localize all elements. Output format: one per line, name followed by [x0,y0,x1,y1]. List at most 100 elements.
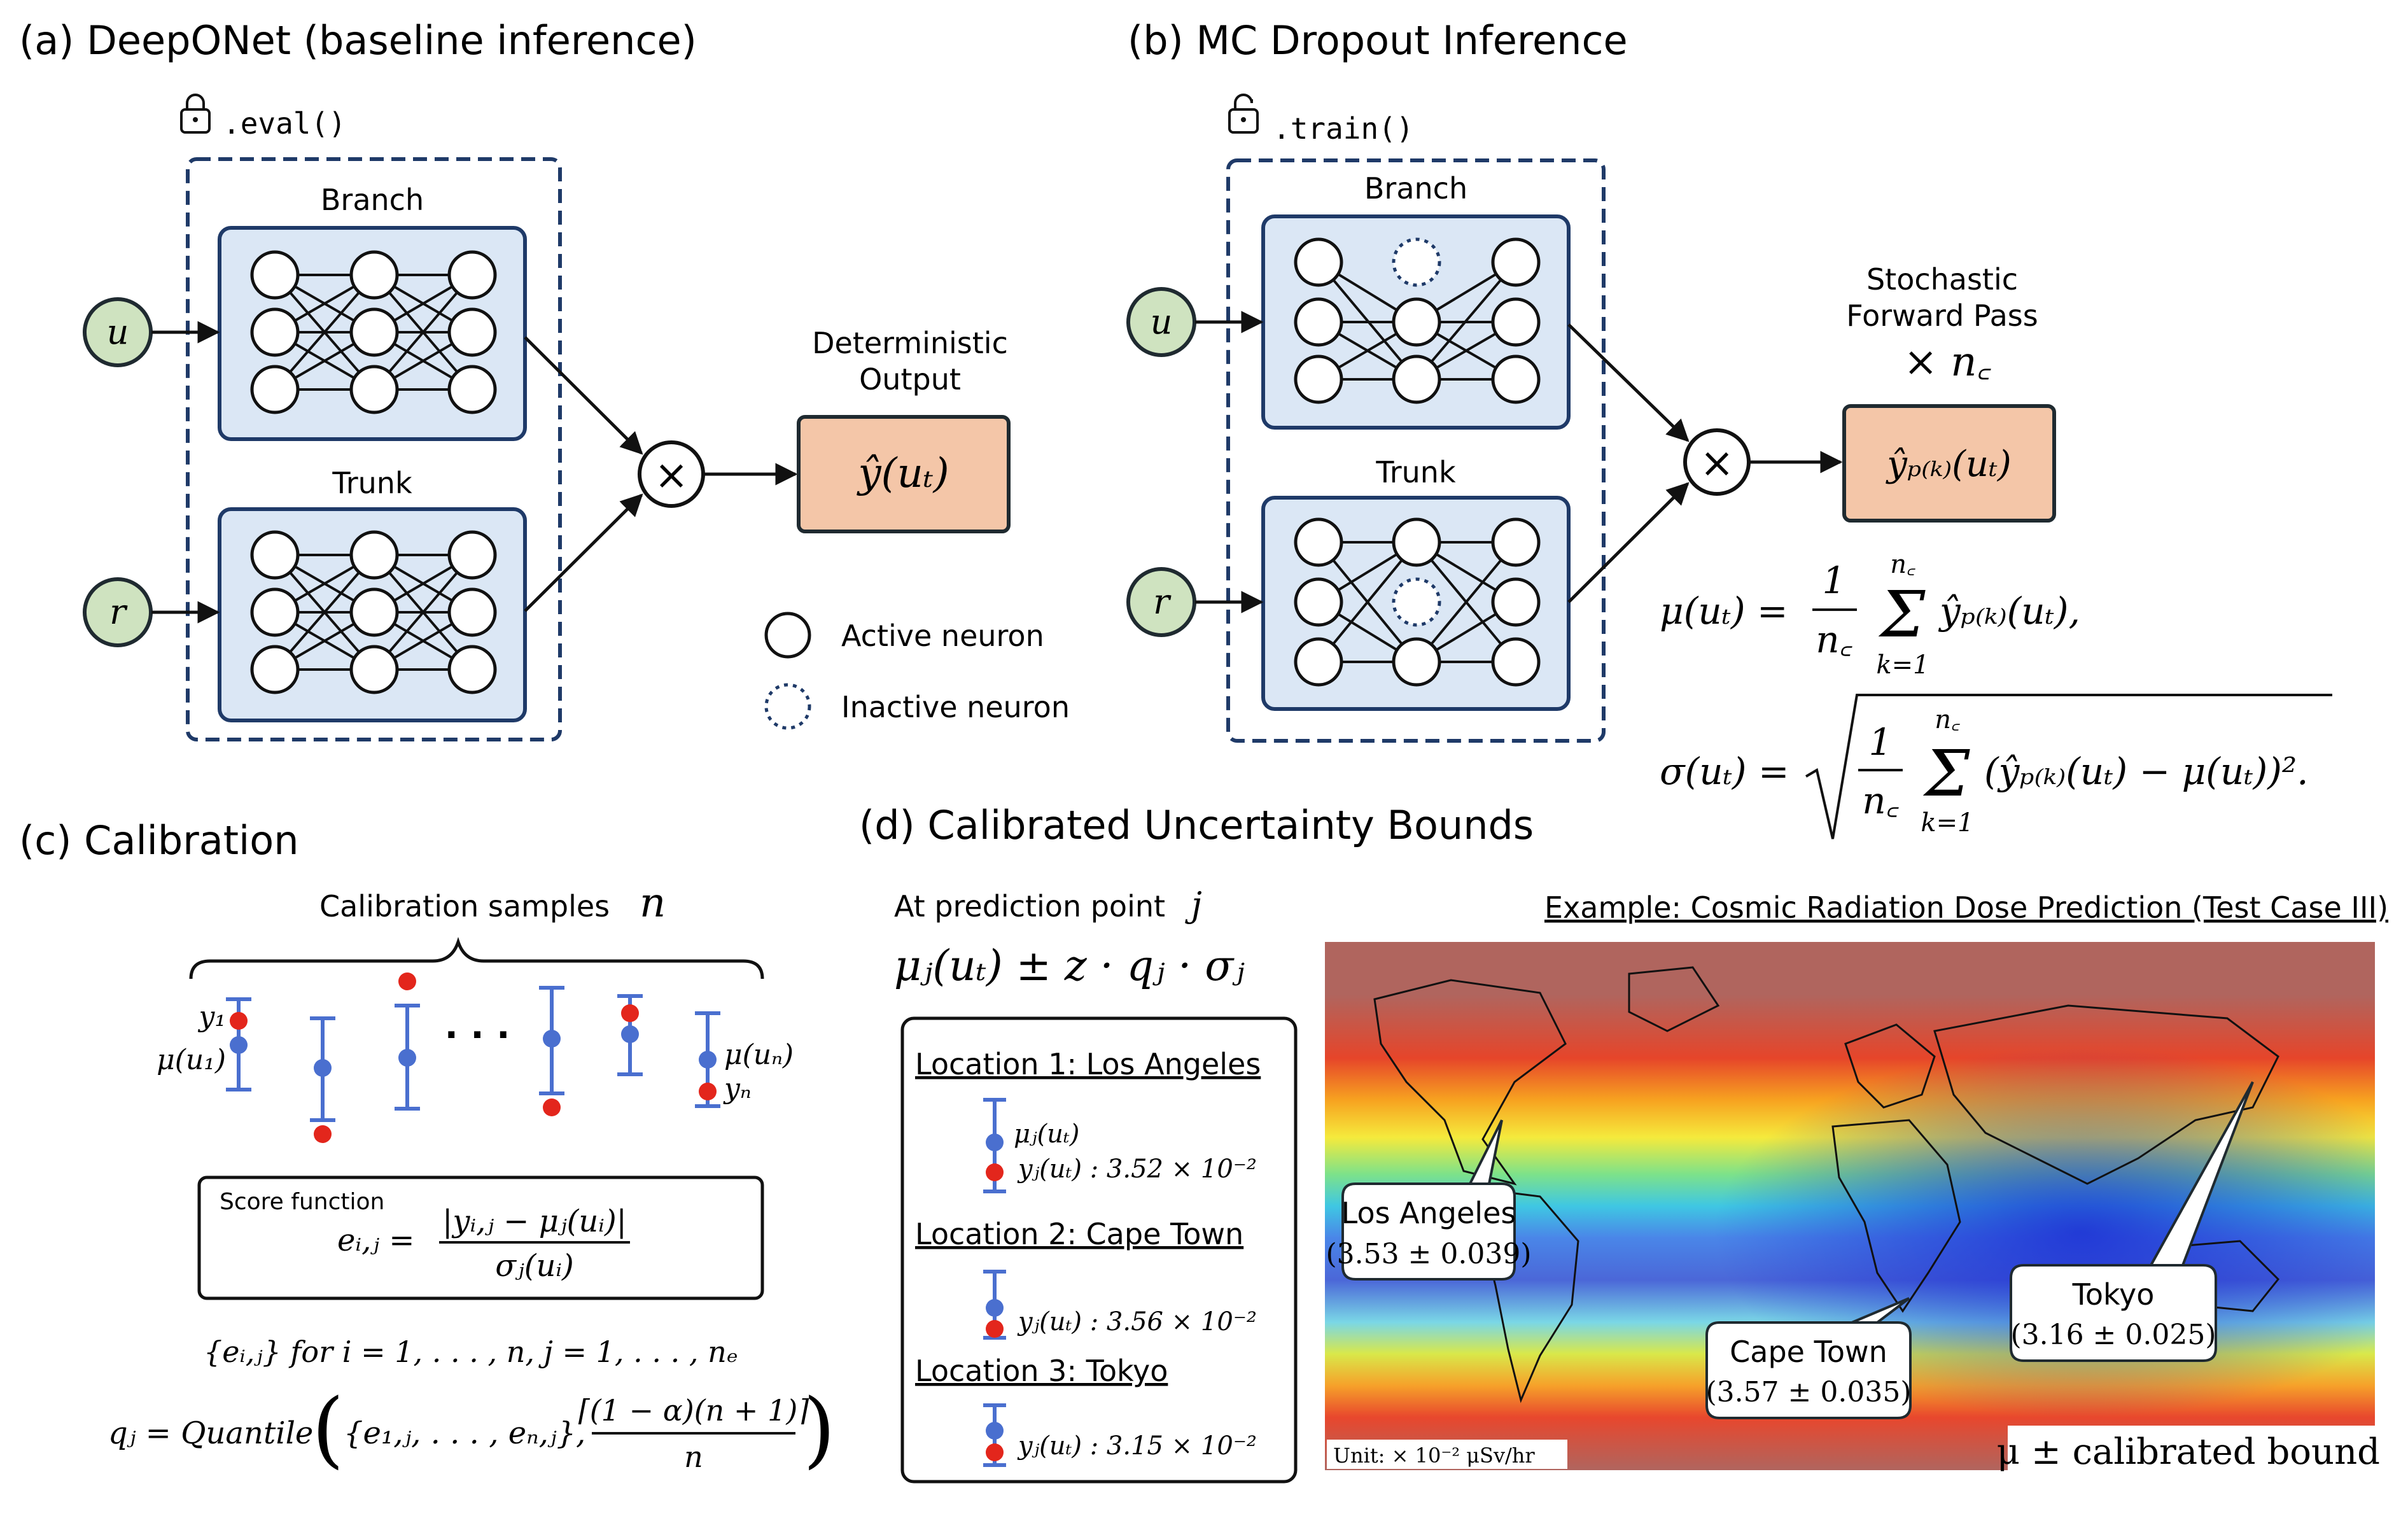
sigma-eq-sum-top: n꜀ [1935,705,1960,734]
bound-formula: μⱼ(uₜ) ± z · qⱼ · σⱼ [894,941,1245,990]
unit-label-bg [1327,1440,1567,1469]
input-u-label-b: u [1151,302,1173,342]
input-r-node-b [1126,567,1196,637]
quantile-set: {e₁,ⱼ, . . . , eₙ,ⱼ}, [344,1415,585,1451]
loc1-mu-label: μⱼ(uₜ) [1014,1119,1079,1149]
mu-eq-sum-bottom: k=1 [1876,650,1929,680]
loc2-mean-dot [986,1299,1004,1317]
mode-label-train: .train() [1273,111,1414,146]
location-1-header: Location 1: Los Angeles [915,1047,1261,1081]
product-symbol-b: × [1700,440,1734,487]
sigma-eq-sum-bottom: k=1 [1921,808,1973,838]
branch-neurons-a [250,250,497,414]
location-2-header: Location 2: Cape Town [915,1217,1243,1251]
map-caption-bg [2008,1426,2383,1477]
input-u-node-a [83,297,153,367]
legend-inactive-neuron-icon [764,683,811,730]
output-caption-b-2: Forward Pass [1846,298,2038,333]
branch-label-a: Branch [321,183,424,217]
input-u-label-a: u [107,312,129,352]
sqrt-sign [1805,694,2332,839]
legend-inactive-label: Inactive neuron [841,690,1070,724]
label-mu1: μ(u₁) [157,1044,226,1076]
callout-ct-value: (3.57 ± 0.035) [1705,1376,1911,1408]
callout-tokyo: Tokyo (3.16 ± 0.025) [2010,1081,2254,1362]
callout-cape-town: Cape Town (3.57 ± 0.035) [1705,1297,1912,1419]
calibration-true-dots [230,972,717,1143]
calibration-samples-label: Calibration samples [319,889,610,923]
panel-b-title: (b) MC Dropout Inference [1128,17,1628,64]
input-r-node-a [83,577,153,647]
dose-map: Los Angeles (3.53 ± 0.039) Cape Town (3.… [1325,942,2375,1470]
calibration-mean-dots [230,1025,717,1077]
callout-la-name: Los Angeles [1341,1196,1516,1230]
callout-la-value: (3.53 ± 0.039) [1326,1238,1531,1270]
loc1-mean-dot [986,1133,1004,1151]
output-label-a: ŷ(uₜ) [856,450,949,497]
panel-a-title: (a) DeepONet (baseline inference) [19,17,697,64]
output-caption-b-1: Stochastic [1866,262,2018,297]
trunk-dropped-neuron-b [1392,577,1441,627]
mu-eq-sigma-sign: Σ [1879,577,1926,652]
score-function-title: Score function [220,1189,384,1215]
trunk-neurons-b [1294,517,1541,687]
calibration-samples-symbol: n [640,880,666,927]
label-y1: y₁ [198,1000,227,1033]
output-label-b: ŷₚ₍ₖ₎(uₜ) [1885,444,2012,485]
arrow-branch-product-b [1567,323,1690,442]
callout-tokyo-name: Tokyo [2072,1277,2155,1312]
legend-active-neuron-icon [764,612,811,659]
lock-closed-icon [180,94,211,134]
panel-c: (c) Calibration Calibration samples n · … [19,817,836,1477]
trunk-label-b: Trunk [1375,455,1456,489]
loc3-y-label: yⱼ(uₜ) : 3.15 × 10⁻² [1017,1431,1257,1461]
score-function-box [197,1176,764,1300]
sigma-eq-num: 1 [1869,720,1893,764]
input-u-node-b [1126,287,1196,357]
score-numerator: |yᵢ,ⱼ − μⱼ(uᵢ)| [442,1204,627,1239]
loc3-true-dot [986,1443,1004,1461]
loc1-true-dot [986,1163,1004,1181]
callout-tokyo-value: (3.16 ± 0.025) [2010,1319,2216,1351]
map-title: Example: Cosmic Radiation Dose Predictio… [1544,890,2388,925]
panel-d: (d) Calibrated Uncertainty Bounds At pre… [859,802,2388,1484]
quantile-numerator: ⌈(1 − α)(n + 1)⌉ [578,1393,809,1428]
std-equation: σ(uₜ) = 1 n꜀ n꜀ Σ k=1 (ŷₚ₍ₖ₎(uₜ) − μ(uₜ)… [1660,694,2332,839]
quantile-lhs: qⱼ = Quantile [108,1415,313,1451]
panel-a: (a) DeepONet (baseline inference) .eval(… [19,17,1070,741]
input-r-label-a: r [109,592,128,632]
callout-los-angeles: Los Angeles (3.53 ± 0.039) [1326,1119,1532,1281]
branch-neurons-b [1294,237,1541,404]
sigma-eq-den: n꜀ [1862,779,1899,822]
sigma-eq-term: (ŷₚ₍ₖ₎(uₜ) − μ(uₜ))². [1984,750,2309,793]
model-container-b [1226,158,1606,743]
output-caption-a-1: Deterministic [812,326,1008,360]
lock-open-icon [1228,94,1259,134]
sigma-eq-sigma-sign: Σ [1923,736,1971,811]
arrow-branch-product-a [524,336,643,455]
loc2-true-dot [986,1320,1004,1338]
quantile-open-paren: ( [312,1380,344,1477]
label-yn: yₙ [723,1072,752,1105]
output-box-b [1842,404,2056,523]
loc3-mean-dot [986,1422,1004,1440]
sigma-eq-lhs: σ(uₜ) = [1660,750,1789,793]
samples-brace [189,937,764,979]
legend-active-label: Active neuron [841,619,1044,653]
output-box-a [797,415,1011,533]
trunk-neurons-a [250,530,497,694]
input-r-label-b: r [1153,582,1172,622]
map-unit-label: Unit: × 10⁻² μSv/hr [1333,1443,1535,1468]
arrow-trunk-product-b [1567,482,1690,603]
callout-ct-name: Cape Town [1730,1335,1887,1369]
quantile-close-paren: ) [803,1380,836,1477]
panel-d-title: (d) Calibrated Uncertainty Bounds [859,802,1534,848]
map-bottom-caption: μ ± calibrated bound [1997,1431,2380,1473]
branch-dropped-neuron-b [1392,237,1441,287]
prediction-point-label: At prediction point [894,889,1165,923]
mean-equation: μ(uₜ) = 1 n꜀ n꜀ Σ k=1 ŷₚ₍ₖ₎(uₜ), [1660,550,2080,680]
arrow-trunk-product-a [524,493,643,612]
mu-eq-lhs: μ(uₜ) = [1660,589,1788,633]
mode-label-eval: .eval() [223,106,346,141]
